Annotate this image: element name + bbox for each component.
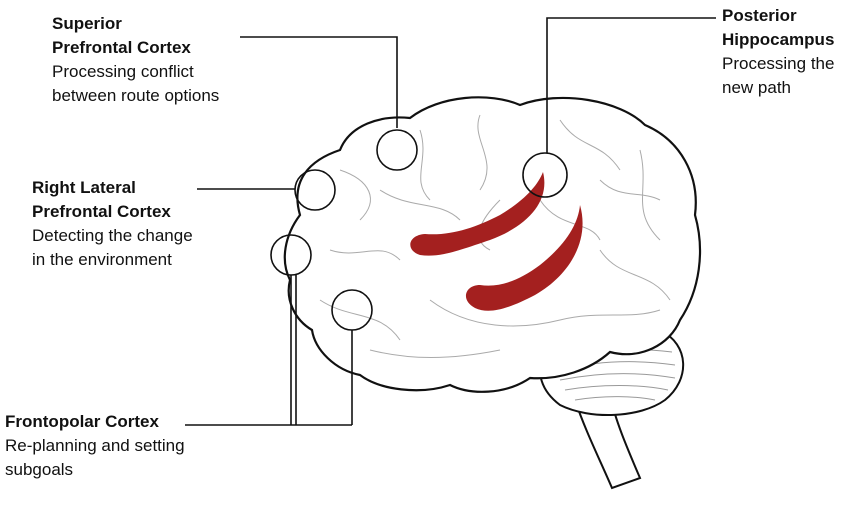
cerebrum-folds	[319, 114, 671, 358]
title: Right Lateral	[32, 178, 136, 197]
title: Frontopolar Cortex	[5, 412, 159, 431]
description: Processing conflict	[52, 62, 194, 81]
label-right-lateral-prefrontal: Right Lateral Prefrontal Cortex Detectin…	[32, 176, 193, 272]
description: Re-planning and setting	[5, 436, 185, 455]
leader-lines	[185, 17, 716, 426]
description: subgoals	[5, 460, 74, 479]
description: new path	[722, 78, 791, 97]
description: Detecting the change	[32, 226, 193, 245]
description: in the environment	[32, 250, 172, 269]
hippocampus-lower	[465, 205, 583, 311]
label-frontopolar: Frontopolar Cortex Re-planning and setti…	[5, 410, 185, 482]
title: Prefrontal Cortex	[32, 202, 171, 221]
title: Posterior	[722, 6, 797, 25]
hippocampus-upper	[410, 172, 545, 256]
label-superior-prefrontal: Superior Prefrontal Cortex Processing co…	[52, 12, 219, 108]
description: between route options	[52, 86, 220, 105]
cerebrum	[283, 96, 702, 393]
title: Prefrontal Cortex	[52, 38, 191, 57]
description: Processing the	[722, 54, 835, 73]
label-posterior-hippocampus: Posterior Hippocampus Processing the new…	[722, 4, 834, 100]
title: Hippocampus	[722, 30, 835, 49]
title: Superior	[52, 14, 122, 33]
